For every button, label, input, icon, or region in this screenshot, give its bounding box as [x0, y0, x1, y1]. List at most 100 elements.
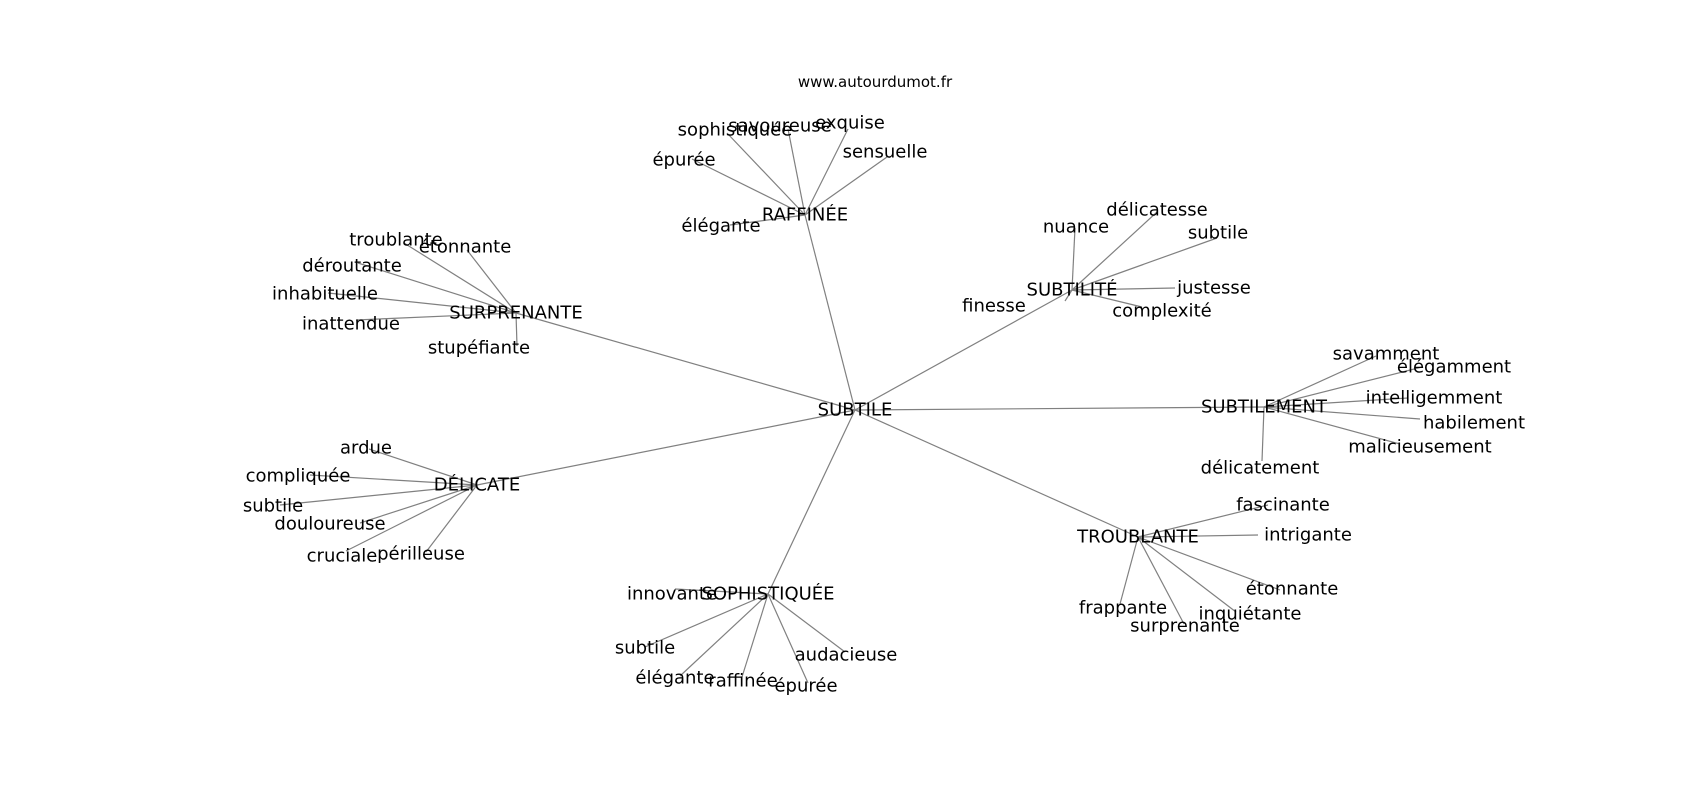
edge-hub-leaf	[368, 448, 478, 486]
hub-node-label: DÉLICATE	[434, 474, 520, 496]
edge-hub-leaf	[1263, 406, 1401, 445]
edge-hub-leaf	[767, 593, 809, 684]
edge-hub-leaf	[679, 593, 769, 677]
edge-hub-leaf	[787, 128, 806, 216]
leaf-node-label: innovante	[627, 584, 717, 605]
graph-edges	[279, 128, 1423, 684]
edge-hub-leaf	[1261, 406, 1265, 462]
leaf-node-label: élégante	[635, 668, 714, 689]
edge-hub-leaf	[1071, 287, 1176, 291]
leaf-node-label: épurée	[652, 150, 715, 171]
edge-hub-leaf	[403, 242, 517, 314]
leaf-node-label: inquiétante	[1199, 604, 1302, 625]
leaf-node-label: cruciale	[307, 546, 378, 567]
edge-hub-leaf	[359, 484, 478, 524]
edge-hub-leaf	[1263, 355, 1377, 408]
leaf-node-label: délicatement	[1201, 458, 1320, 479]
leaf-node-label: fascinante	[1236, 495, 1330, 516]
hub-node-label: SOPHISTIQUÉE	[701, 583, 834, 605]
leaf-node-label: étonnante	[419, 237, 512, 258]
edge-hub-leaf	[1071, 211, 1158, 291]
leaf-node-label: douloureuse	[274, 514, 385, 535]
edge-hub-leaf	[729, 214, 806, 226]
leaf-node-label: étonnante	[1246, 579, 1339, 600]
leaf-node-label: surprenante	[1130, 616, 1240, 637]
edge-hub-leaf	[1071, 289, 1143, 308]
edge-hub-leaf	[309, 474, 478, 486]
edge-hub-leaf	[1263, 366, 1423, 408]
leaf-node-label: déroutante	[302, 256, 402, 277]
edge-hub-leaf	[1137, 504, 1269, 538]
root-node-label: SUBTILE	[818, 400, 893, 421]
leaf-node-label: périlleuse	[377, 544, 465, 565]
hub-node-label: RAFFINÉE	[762, 204, 848, 226]
edge-hub-leaf	[1137, 536, 1185, 625]
leaf-node-label: habilement	[1423, 413, 1525, 434]
edge-root-hub	[854, 409, 1139, 538]
edge-root-hub	[854, 289, 1073, 411]
edge-hub-leaf	[327, 292, 517, 314]
hub-node-label: SUBTILEMENT	[1201, 397, 1328, 418]
edge-hub-leaf	[1263, 397, 1409, 408]
edge-hub-leaf	[804, 128, 849, 216]
edge-hub-leaf	[1071, 227, 1076, 291]
hub-node-label: TROUBLANTE	[1076, 527, 1199, 548]
edge-root-hub	[854, 406, 1265, 411]
edge-hub-leaf	[357, 262, 517, 314]
edge-hub-leaf	[279, 484, 478, 506]
leaf-node-label: exquise	[815, 113, 885, 134]
leaf-node-label: raffinée	[708, 671, 777, 692]
leaf-node-label: subtile	[1188, 223, 1248, 244]
edge-hub-leaf	[425, 484, 478, 553]
leaf-node-label: frappante	[1079, 598, 1167, 619]
leaf-node-label: ardue	[340, 438, 392, 459]
leaf-node-label: sophistiquée	[678, 120, 793, 141]
edge-hub-leaf	[466, 249, 517, 314]
leaf-node-label: élégamment	[1397, 357, 1511, 378]
leaf-node-label: malicieusement	[1348, 437, 1491, 458]
leaf-node-label: subtile	[615, 638, 675, 659]
leaf-node-label: intrigante	[1264, 525, 1352, 546]
edge-hub-leaf	[1064, 289, 1073, 302]
edge-root-hub	[515, 312, 856, 411]
leaf-node-label: élégante	[681, 216, 760, 237]
leaf-node-label: compliquée	[246, 466, 351, 487]
edge-hub-leaf	[1119, 536, 1139, 605]
leaf-node-label: complexité	[1112, 301, 1211, 322]
leaf-node-label: épurée	[774, 676, 837, 697]
leaf-node-label: inhabituelle	[272, 284, 378, 305]
leaf-node-label: savoureuse	[728, 116, 831, 137]
leaf-node-label: nuance	[1043, 217, 1109, 238]
edge-hub-leaf	[515, 312, 518, 347]
leaf-node-label: intelligemment	[1366, 388, 1503, 409]
edge-hub-leaf	[355, 312, 517, 321]
edge-hub-leaf	[691, 158, 806, 216]
edge-hub-leaf	[1263, 406, 1421, 420]
edge-hub-leaf	[726, 132, 806, 216]
edge-hub-leaf	[345, 484, 478, 552]
leaf-node-label: subtile	[243, 496, 303, 517]
hub-node-label: SUBTILITÉ	[1027, 279, 1118, 301]
edge-hub-leaf	[1071, 237, 1218, 291]
leaf-node-label: inattendue	[302, 314, 400, 335]
source-credit: www.autourdumot.fr	[798, 73, 953, 91]
edge-root-hub	[767, 409, 856, 595]
hub-node-label: SURPRENANTE	[449, 303, 582, 324]
leaf-node-label: justesse	[1176, 278, 1251, 299]
edge-hub-leaf	[767, 593, 846, 653]
edge-hub-leaf	[1137, 534, 1259, 538]
leaf-node-label: troublante	[349, 230, 442, 251]
edge-hub-leaf	[674, 588, 769, 595]
edge-root-hub	[476, 409, 856, 486]
leaf-node-label: finesse	[962, 296, 1026, 317]
edge-hub-leaf	[644, 593, 769, 648]
leaf-node-label: audacieuse	[795, 645, 898, 666]
edge-hub-leaf	[804, 156, 888, 216]
leaf-node-label: sensuelle	[843, 142, 928, 163]
leaf-node-label: savamment	[1333, 344, 1440, 365]
leaf-node-label: délicatesse	[1106, 200, 1207, 221]
leaf-node-label: stupéfiante	[428, 338, 530, 359]
edge-hub-leaf	[1137, 536, 1281, 591]
